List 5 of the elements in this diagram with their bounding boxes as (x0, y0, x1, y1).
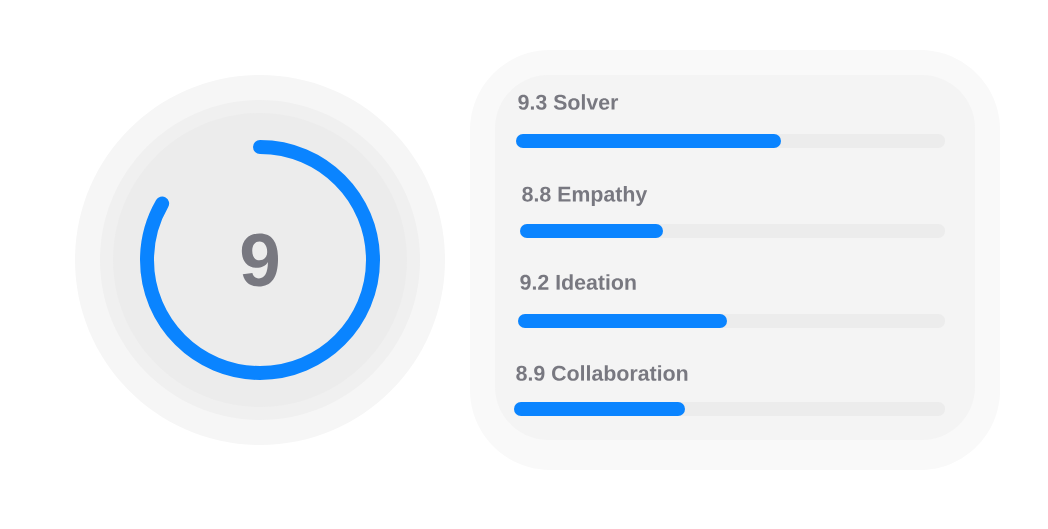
score-label: 9.3 Solver (518, 94, 619, 110)
score-label: 8.9 Collaboration (516, 365, 688, 381)
score-gauge: 9 (75, 75, 445, 445)
score-label: 9.2 Ideation (520, 274, 636, 290)
score-label: 8.8 Empathy (522, 186, 648, 206)
